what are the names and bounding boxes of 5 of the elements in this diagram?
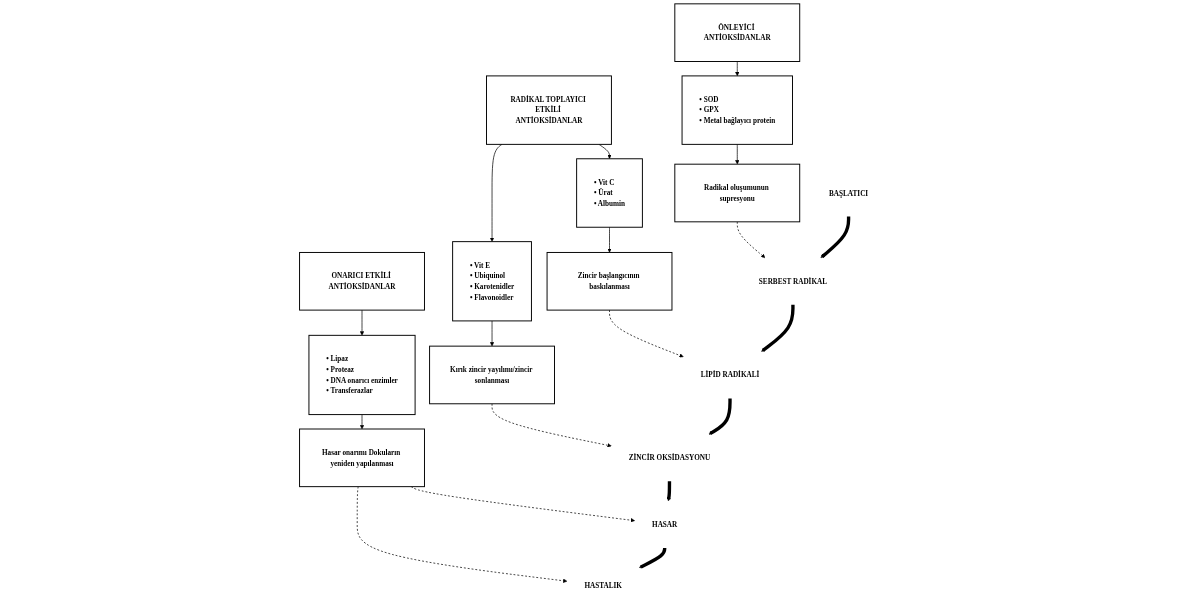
arrow — [761, 304, 795, 352]
arrow — [666, 481, 672, 502]
arrow — [820, 216, 851, 259]
arrow — [708, 398, 732, 435]
arrow — [639, 547, 667, 569]
